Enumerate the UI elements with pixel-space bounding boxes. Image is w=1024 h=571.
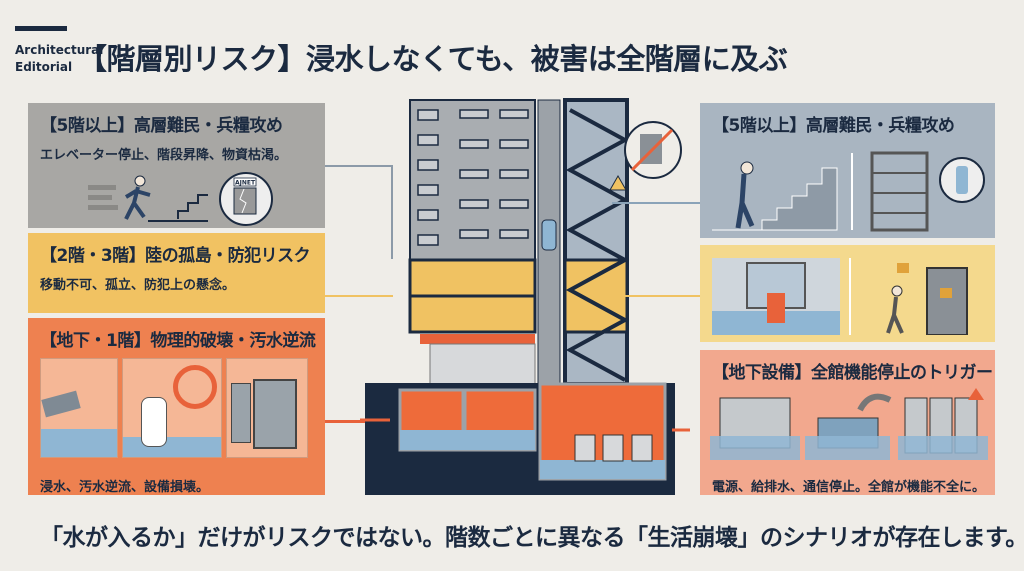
panel-text: 移動不可、孤立、防犯上の懸念。 (40, 278, 236, 293)
page-title: 【階層別リスク】浸水しなくても、被害は全階層に及ぶ (78, 42, 788, 76)
stairs-and-empty-shelf-illustration (712, 151, 985, 232)
panel-heading: 【5階以上】高層難民・兵糧攻め (712, 116, 955, 136)
connector-line (325, 295, 393, 297)
panel-text: 浸水、汚水逆流、設備損壊。 (40, 480, 210, 495)
panel-heading: 【地下・1階】物理的破壊・汚水逆流 (40, 331, 316, 351)
toilet-backflow-illustration (122, 358, 222, 458)
stair-runner-illustration: AJNET (88, 172, 273, 226)
electrical-panel-illustration (226, 358, 308, 458)
panel-heading: 【5階以上】高層難民・兵糧攻め (40, 116, 283, 136)
pipe-flood-illustration (40, 358, 118, 458)
right-panel-upper: 【5階以上】高層難民・兵糧攻め (700, 103, 995, 238)
connector-line (620, 295, 700, 297)
elevator-sign (233, 177, 257, 187)
left-panel-upper: 【5階以上】高層難民・兵糧攻め エレベーター停止、階段昇降、物資枯渇。 AJNE… (28, 103, 325, 228)
panel-text: 電源、給排水、通信停止。全館が機能不全に。 (712, 480, 986, 495)
panel-text: エレベーター停止、階段昇降、物資枯渇。 (40, 148, 288, 163)
left-panel-lower: 【地下・1階】物理的破壊・汚水逆流 浸水、汚水逆流、設備損壊。 (28, 318, 325, 495)
right-panel-middle (700, 245, 995, 342)
brand-line2: Editorial (15, 60, 73, 74)
prohibited-icon (173, 365, 217, 409)
brand-line1: Architectural (15, 43, 104, 57)
connector-line (325, 165, 393, 259)
isolation-and-security-illustration (712, 258, 968, 335)
left-panel-middle: 【2階・3階】陸の孤島・防犯リスク 移動不可、孤立、防犯上の懸念。 (28, 233, 325, 313)
connector-arrow (612, 202, 700, 204)
panel-heading: 【地下設備】全館機能停止のトリガー (712, 363, 993, 383)
panel-heading: 【2階・3階】陸の孤島・防犯リスク (40, 246, 311, 266)
footer-caption: 「水が入るか」だけがリスクではない。階数ごとに異なる「生活崩壊」のシナリオが存在… (40, 525, 1024, 551)
right-panel-lower: 【地下設備】全館機能停止のトリガー 電源、給排水、通信停止。全館が機能不全に。 (700, 350, 995, 495)
connector-line (325, 420, 375, 423)
header-rule (15, 26, 67, 31)
building-cross-section (360, 98, 690, 495)
flooded-equipment-illustration (710, 388, 988, 460)
elevator-sign-label: AJNET (235, 180, 256, 187)
